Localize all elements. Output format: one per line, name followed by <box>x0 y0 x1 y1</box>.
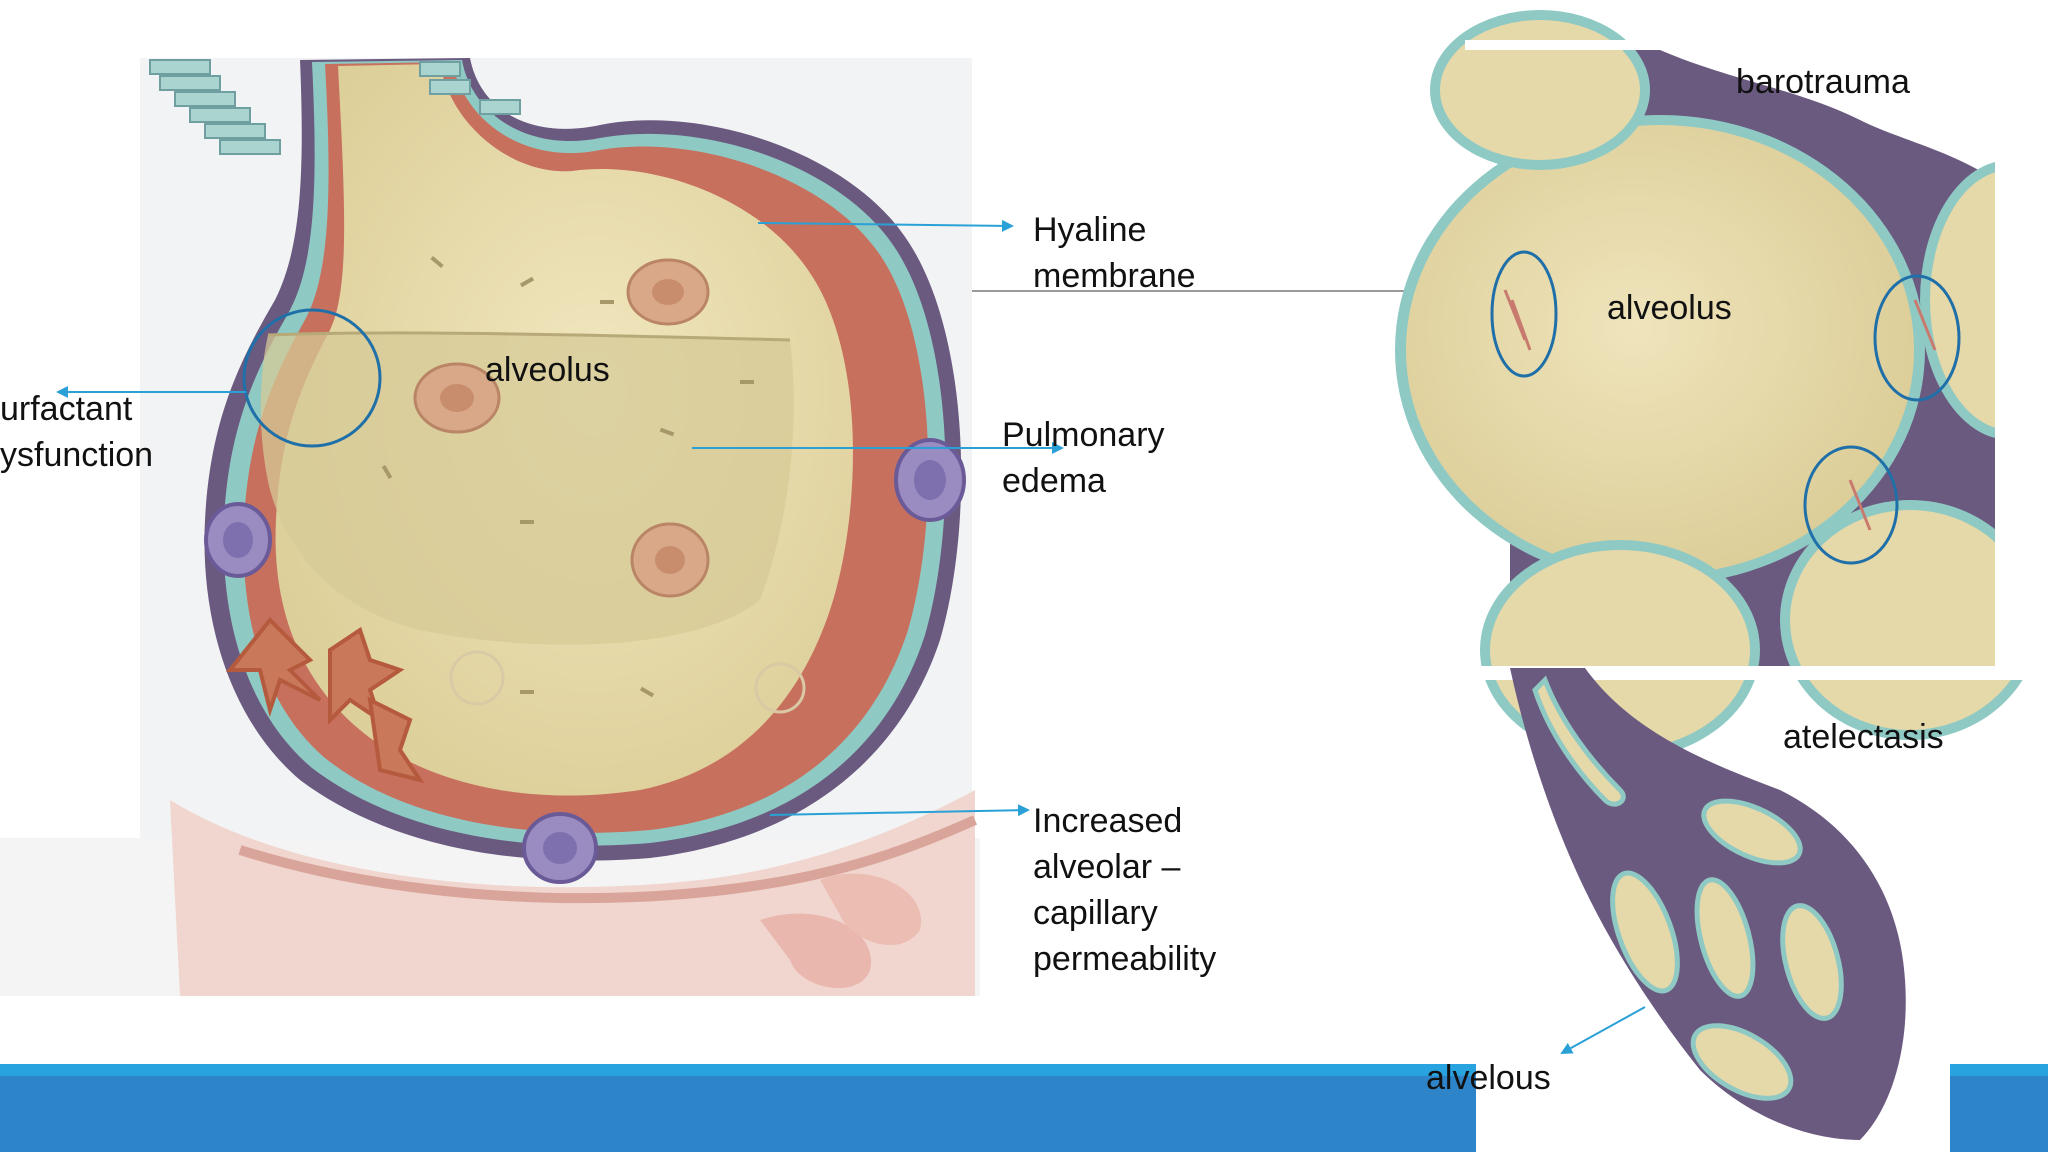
permeability-arrow <box>769 804 1030 817</box>
footer-bar-light-right <box>1950 1064 2048 1076</box>
debris-particles <box>381 255 754 698</box>
atelectasis-label: atelectasis <box>1783 718 1944 756</box>
capillary-vessel <box>238 815 978 904</box>
barotrauma-alveolus <box>1406 125 1914 575</box>
permeability-label: Increased alveolar – capillary permeabil… <box>1033 798 1216 982</box>
annotation-arrows <box>56 219 1646 1054</box>
permeability-label-line-4: permeability <box>1033 940 1217 978</box>
surfactant-highlight-circle <box>242 308 382 448</box>
alveolus-right-label: alveolus <box>1607 289 1732 327</box>
atelectasis-illustration <box>1510 668 1906 1140</box>
pulmonary-label-line-2: edema <box>1002 462 1106 500</box>
left-alveolus-illustration <box>0 58 980 996</box>
macrophage-cell <box>630 522 710 598</box>
permeability-label-line-2: alveolar – <box>1033 848 1181 886</box>
barotrauma-illustration <box>1395 10 2048 760</box>
permeability-label-line-3: capillary <box>1033 894 1158 932</box>
rupture-marks <box>1503 289 1937 531</box>
surfactant-label-line-2: ysfunction <box>0 436 154 474</box>
footer-bar-main-left <box>0 1076 1476 1152</box>
bronchiole-cells <box>149 59 521 155</box>
alveolus-left-label: alveolus <box>485 351 610 389</box>
pulmonary-edema-label: Pulmonary edema <box>1002 412 1165 504</box>
hyaline-label-line-2: membrane <box>1033 257 1196 295</box>
rupture-highlight-circle-bottom <box>1803 445 1899 565</box>
hyaline-label-line-1: Hyaline <box>1033 211 1147 249</box>
macrophage-cell <box>626 258 710 326</box>
immune-cell <box>894 438 966 522</box>
ghost-cell <box>754 662 806 714</box>
underlying-tissue <box>170 790 975 996</box>
alvelous-label: alvelous <box>1426 1059 1551 1097</box>
permeability-label-line-1: Increased <box>1033 802 1183 840</box>
alvelous-arrow <box>1560 1006 1646 1054</box>
surfactant-label-line-1: urfactant <box>0 390 133 428</box>
immune-cell <box>522 812 598 884</box>
immune-cell <box>204 502 272 578</box>
pulmonary-label-line-1: Pulmonary <box>1002 416 1165 454</box>
fibroblast-cells <box>225 617 425 784</box>
footer-bar-main-right <box>1950 1076 2048 1152</box>
surfactant-dysfunction-label: urfactant ysfunction <box>0 386 153 478</box>
rupture-highlight-circle-left <box>1490 250 1558 378</box>
ghost-cell <box>449 650 505 706</box>
hyaline-arrow <box>757 219 1014 232</box>
macrophage-cell <box>413 362 501 434</box>
red-cell <box>760 913 872 989</box>
footer-bar-light-left <box>0 1064 1476 1076</box>
hyaline-membrane-label: Hyaline membrane <box>1033 207 1196 299</box>
red-cell <box>820 873 922 946</box>
edema-fluid-surface <box>267 331 791 342</box>
rupture-highlight-circle-right <box>1873 274 1961 402</box>
collapsed-alveoli <box>1532 675 1844 1101</box>
barotrauma-label: barotrauma <box>1736 63 1910 101</box>
